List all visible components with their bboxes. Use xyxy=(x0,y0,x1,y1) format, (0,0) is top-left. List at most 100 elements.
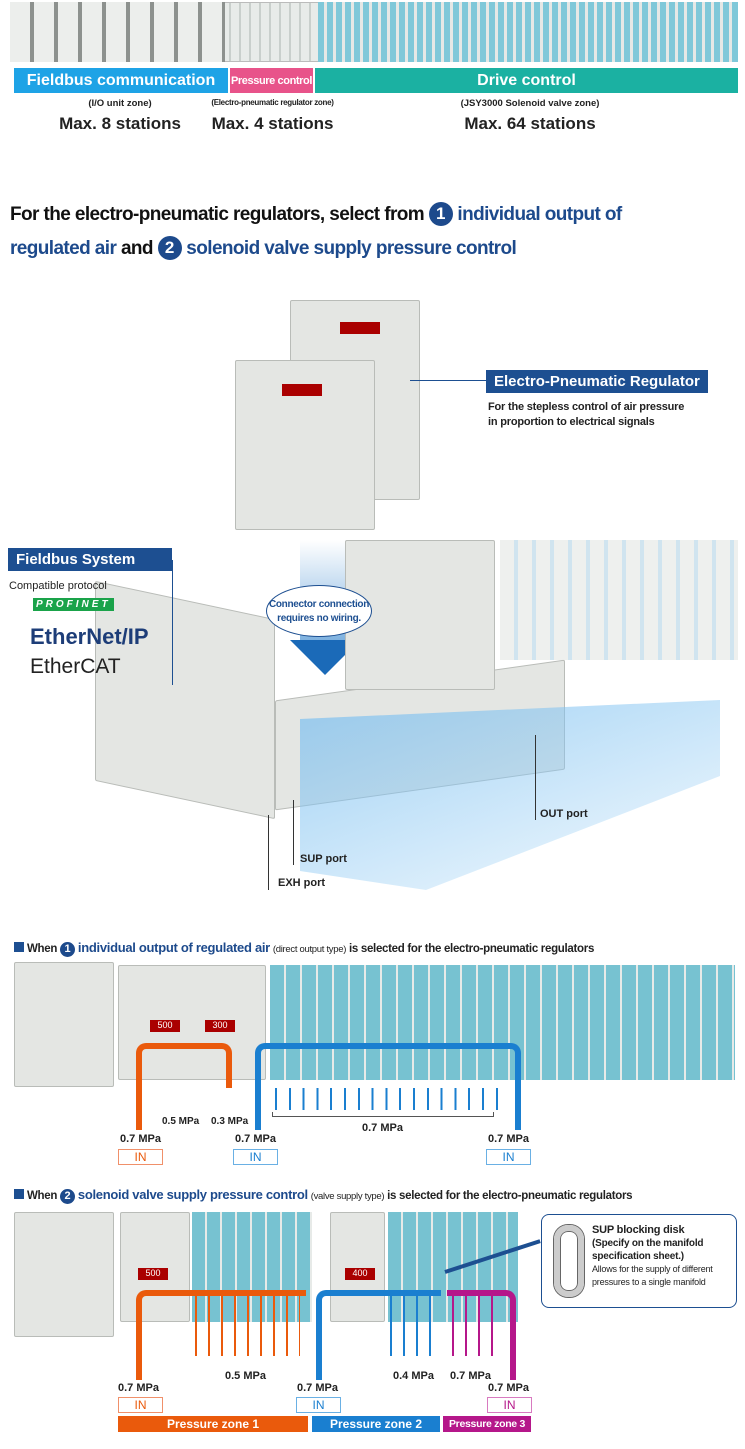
orange-flow xyxy=(136,1043,232,1088)
disk-note: (Specify on the manifold xyxy=(592,1238,704,1249)
pressure-label: 0.7 MPa xyxy=(118,1382,159,1394)
in-port-box: IN xyxy=(487,1397,532,1413)
section1-heading: When 1 individual output of regulated ai… xyxy=(14,940,738,957)
regulator-display xyxy=(340,322,380,334)
blue-outlets xyxy=(390,1296,440,1356)
disk-note: specification sheet.) xyxy=(592,1251,684,1262)
headline-text: For the electro-pneumatic regulators, se… xyxy=(10,204,425,225)
leader-line xyxy=(268,815,269,890)
leader-line xyxy=(535,735,536,820)
regulator-desc-line: in proportion to electrical signals xyxy=(488,416,655,428)
outlet-arrows xyxy=(275,1088,500,1110)
bracket xyxy=(272,1112,494,1117)
magenta-flow xyxy=(447,1290,516,1380)
disk-callout: SUP blocking disk (Specify on the manifo… xyxy=(541,1214,737,1308)
disk-desc: Allows for the supply of different xyxy=(592,1264,713,1274)
regulator-display: 400 xyxy=(345,1268,375,1280)
callout-line: Connector connection xyxy=(268,599,370,610)
disk-text: SUP blocking disk (Specify on the manifo… xyxy=(592,1224,732,1289)
zone-max: Max. 4 stations xyxy=(211,114,334,133)
in-port-box: IN xyxy=(233,1149,278,1165)
zone-pressure: Pressure control xyxy=(230,68,313,93)
number-badge: 1 xyxy=(428,202,453,226)
orange-flow xyxy=(136,1085,142,1130)
regulator-desc: For the stepless control of air pressure… xyxy=(488,400,738,430)
pressure-label: 0.7 MPa xyxy=(362,1122,403,1134)
pressure-label: 0.3 MPa xyxy=(211,1116,249,1127)
leader-line xyxy=(293,800,294,865)
pressure-zone-3: Pressure zone 3 xyxy=(443,1416,531,1432)
io-unit-illustration xyxy=(14,1212,114,1337)
fieldbus-title: Fieldbus System xyxy=(8,548,172,571)
heading-title: solenoid valve supply pressure control xyxy=(77,1187,308,1202)
valve-photo xyxy=(318,2,738,62)
leader-line xyxy=(172,560,173,685)
valve-bank-illustration xyxy=(270,965,735,1080)
regulator-desc-line: For the stepless control of air pressure xyxy=(488,401,685,413)
out-port-label: OUT port xyxy=(540,808,588,820)
regulator-illustration xyxy=(118,965,266,1080)
blue-flow xyxy=(515,1085,521,1130)
pressure-zone-1: Pressure zone 1 xyxy=(118,1416,308,1432)
section2-heading: When 2 solenoid valve supply pressure co… xyxy=(14,1187,738,1204)
sup-port-label: SUP port xyxy=(300,853,347,865)
blue-flow xyxy=(316,1290,441,1380)
exh-port-label: EXH port xyxy=(278,877,326,889)
pressure-label: 0.7 MPa xyxy=(488,1133,529,1145)
zone-max: Max. 64 stations xyxy=(464,114,596,133)
in-port-box: IN xyxy=(118,1149,163,1165)
pressure-label: 0.7 MPa xyxy=(235,1133,276,1145)
disk-desc: pressures to a single manifold xyxy=(592,1277,706,1287)
in-port-box: IN xyxy=(118,1397,163,1413)
valve-illustration xyxy=(500,540,738,660)
blue-flow xyxy=(255,1085,261,1130)
callout-line: requires no wiring. xyxy=(277,613,361,624)
manifold-illustration xyxy=(95,580,275,820)
headline: For the electro-pneumatic regulators, se… xyxy=(10,198,735,266)
orange-outlets xyxy=(195,1296,300,1356)
bullet-square-icon xyxy=(14,1189,24,1199)
blocking-disk-icon xyxy=(554,1225,584,1297)
headline-option: solenoid valve supply pressure control xyxy=(186,238,517,259)
regulator-display: 500 xyxy=(138,1268,168,1280)
regulator-illustration xyxy=(330,1212,385,1322)
number-badge: 2 xyxy=(60,1189,76,1204)
pressure-label: 0.7 MPa xyxy=(450,1370,491,1382)
ethercat-logo: EtherCAT xyxy=(30,655,121,678)
bullet-square-icon xyxy=(14,942,24,952)
number-badge: 1 xyxy=(60,942,76,957)
orange-flow xyxy=(136,1290,306,1380)
blue-flow xyxy=(255,1043,521,1088)
regulator-display: 300 xyxy=(205,1020,235,1032)
headline-option: regulated air xyxy=(10,238,117,259)
zone-sub: (JSY3000 Solenoid valve zone) xyxy=(460,98,600,109)
io-unit-photo xyxy=(10,2,225,62)
pressure-label: 0.5 MPa xyxy=(162,1116,200,1127)
ethernetip-logo: EtherNet/IP xyxy=(30,624,149,649)
heading-title: individual output of regulated air xyxy=(77,940,270,955)
pressure-label: 0.7 MPa xyxy=(120,1133,161,1145)
profinet-logo: PROFINET xyxy=(33,598,114,611)
disk-title: SUP blocking disk xyxy=(592,1224,685,1236)
number-badge: 2 xyxy=(157,236,182,260)
zone-sub: (I/O unit zone) xyxy=(88,98,152,109)
regulator-title: Electro-Pneumatic Regulator xyxy=(486,370,708,393)
headline-text: and xyxy=(120,238,154,259)
leader-line xyxy=(410,380,486,381)
heading-paren: (direct output type) xyxy=(272,944,347,955)
pressure-label: 0.4 MPa xyxy=(393,1370,434,1382)
zone-sub: (Electro-pneumatic regulator zone) xyxy=(211,98,334,107)
heading-paren: (valve supply type) xyxy=(310,1191,385,1202)
heading-text: is selected for the electro-pneumatic re… xyxy=(387,1190,633,1202)
zone-fieldbus: Fieldbus communication xyxy=(14,68,228,93)
regulator-display: 500 xyxy=(150,1020,180,1032)
air-tubes-illustration xyxy=(300,700,720,890)
headline-option: individual output of xyxy=(457,204,622,225)
heading-text: When xyxy=(27,943,58,955)
pressure-zone-2: Pressure zone 2 xyxy=(312,1416,440,1432)
heading-text: When xyxy=(27,1190,58,1202)
in-port-box: IN xyxy=(486,1149,531,1165)
magenta-outlets xyxy=(452,1296,502,1356)
connector-callout: Connector connection requires no wiring. xyxy=(266,585,372,637)
pressure-label: 0.7 MPa xyxy=(488,1382,529,1394)
